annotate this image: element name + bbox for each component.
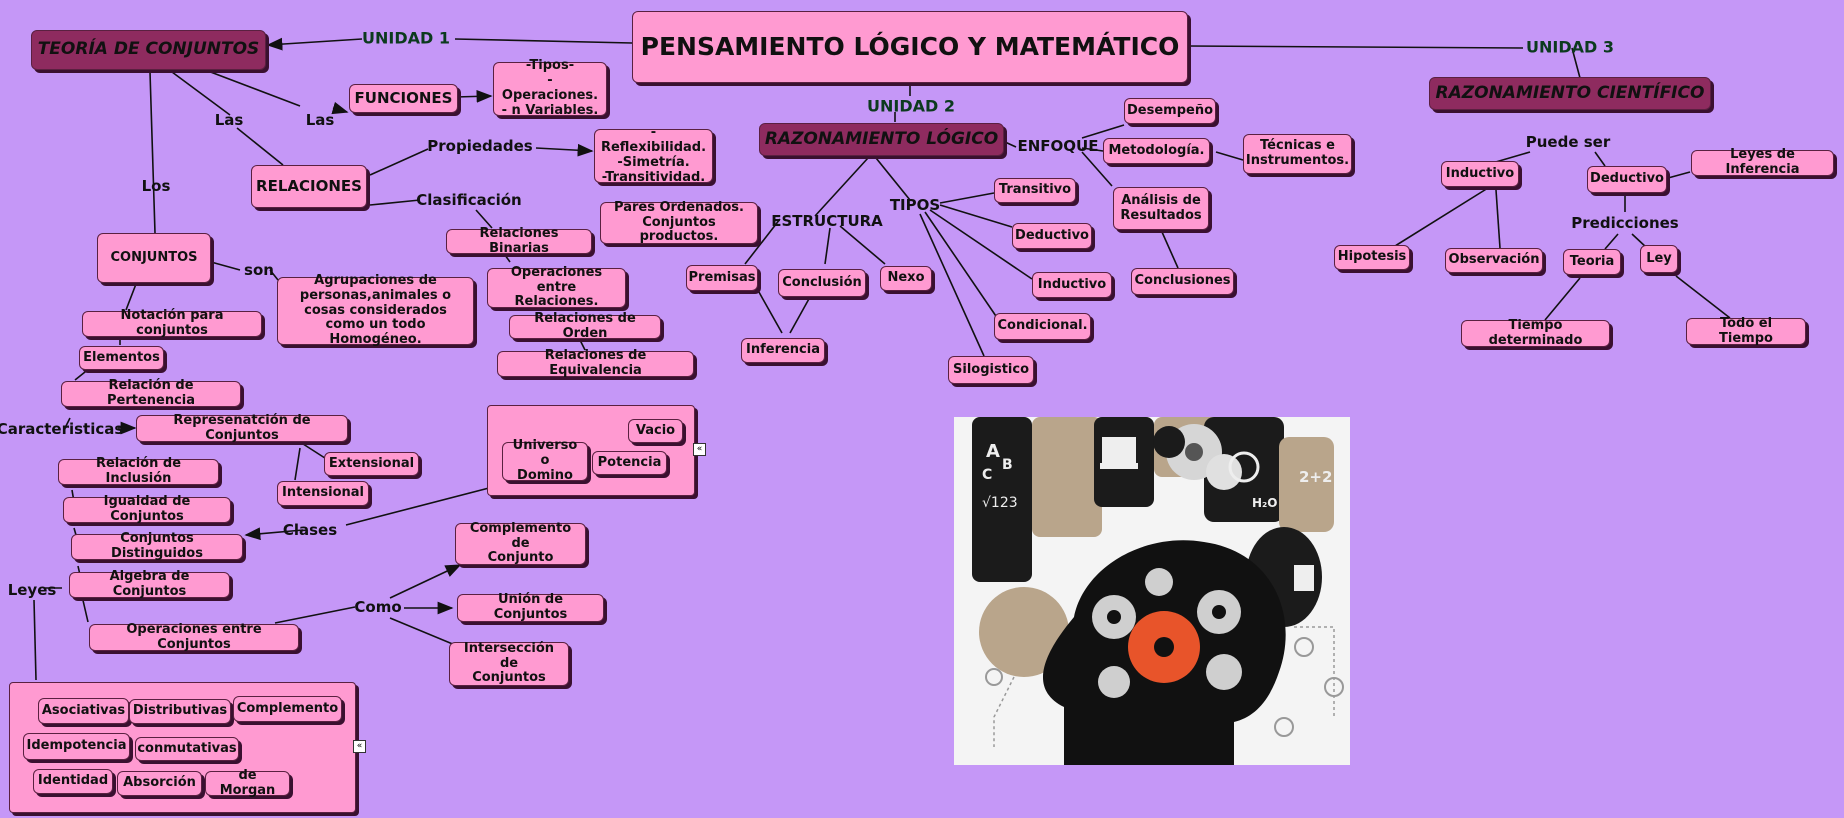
deductivo-node[interactable]: Deductivo <box>1012 223 1092 249</box>
ley-conmutativas[interactable]: conmutativas <box>135 737 239 761</box>
link-los: Los <box>141 177 171 195</box>
metodologia-node[interactable]: Metodología. <box>1103 138 1210 164</box>
link-clasificacion: Clasificación <box>416 191 522 209</box>
unit-2-label: UNIDAD 2 <box>867 96 955 116</box>
link-caracteristicas: Caracteristicas <box>0 420 124 438</box>
link-enfoque: ENFOQUE <box>1017 137 1099 155</box>
inductivo-cientifico-node[interactable]: Inductivo <box>1441 161 1519 187</box>
relaciones-binarias-node[interactable]: Relaciones Binarias <box>446 226 592 255</box>
representacion-node[interactable]: Represenatción de Conjuntos <box>136 413 348 442</box>
relaciones-node[interactable]: RELACIONES <box>251 165 367 208</box>
todo-el-tiempo-node[interactable]: Todo el Tiempo <box>1686 316 1806 345</box>
unit-1-label: UNIDAD 1 <box>362 28 450 48</box>
glyph-h2o: H₂O <box>1252 496 1278 510</box>
extensional-node[interactable]: Extensional <box>324 452 419 476</box>
link-estructura: ESTRUCTURA <box>771 212 883 230</box>
link-leyes: Leyes <box>7 581 57 599</box>
complemento-de-node[interactable]: Complemento de Conjunto <box>455 521 586 565</box>
ley-de-morgan[interactable]: de Morgan <box>205 768 290 797</box>
razonamiento-logico-node[interactable]: RAZONAMIENTO LÓGICO <box>759 123 1004 156</box>
potencia-node[interactable]: Potencia <box>592 451 667 475</box>
link-las-1: Las <box>214 111 244 129</box>
relaciones-equivalencia-node[interactable]: Relaciones de Equivalencia <box>497 348 694 378</box>
conclusion-node[interactable]: Conclusión <box>778 269 866 297</box>
ley-absorcion[interactable]: Absorción <box>117 771 202 796</box>
link-como: Como <box>354 598 402 616</box>
link-son: son <box>244 261 274 279</box>
distinguidos-node[interactable]: Conjuntos Distinguidos <box>71 531 243 561</box>
operaciones-relaciones-node[interactable]: Operaciones entre Relaciones. <box>487 265 626 309</box>
universo-node[interactable]: Universo o Domino <box>502 438 588 483</box>
funciones-detalle-node[interactable]: -Tipos- - Operaciones. - n Variables. <box>493 58 607 118</box>
ley-node[interactable]: Ley <box>1640 245 1678 273</box>
inclusion-node[interactable]: Relación de Inclusión <box>58 456 219 486</box>
relaciones-orden-node[interactable]: Relaciones de Orden <box>509 311 661 341</box>
glyph-b: B <box>1002 457 1013 473</box>
teoria-de-conjuntos-node[interactable]: TEORÍA DE CONJUNTOS <box>31 30 266 70</box>
clases-collapse-icon[interactable]: « <box>693 443 706 456</box>
silogistico-node[interactable]: Silogistico <box>948 356 1034 384</box>
leyes-inferencia-node[interactable]: Leyes de Inferencia <box>1691 147 1834 177</box>
agrupaciones-node[interactable]: Agrupaciones de personas,animales o cosa… <box>277 273 474 347</box>
elementos-node[interactable]: Elementos <box>79 346 164 370</box>
premisas-node[interactable]: Premisas <box>686 265 758 291</box>
vacio-node[interactable]: Vacio <box>628 419 683 443</box>
conjuntos-node[interactable]: CONJUNTOS <box>97 233 211 283</box>
desempeno-node[interactable]: Desempeño <box>1124 98 1216 124</box>
link-predicciones: Predicciones <box>1571 214 1679 232</box>
ley-distributivas[interactable]: Distributivas <box>129 699 231 724</box>
analisis-node[interactable]: Análisis de Resultados <box>1113 187 1209 230</box>
thinking-head-image: A B C √123 2+2 H₂O <box>954 417 1350 765</box>
hipotesis-node[interactable]: Hipotesis <box>1334 245 1410 270</box>
intensional-node[interactable]: Intensional <box>277 481 369 506</box>
observacion-node[interactable]: Observación <box>1445 248 1543 273</box>
ley-identidad[interactable]: Identidad <box>33 769 113 794</box>
condicional-node[interactable]: Condicional. <box>994 313 1091 340</box>
head-illustration: A B C √123 2+2 H₂O <box>954 417 1350 765</box>
link-las-2: Las <box>305 111 335 129</box>
inductivo-node[interactable]: Inductivo <box>1032 272 1112 298</box>
union-node[interactable]: Unión de Conjuntos <box>457 592 604 622</box>
link-puede-ser: Puede ser <box>1525 133 1611 151</box>
tiempo-determinado-node[interactable]: Tiempo determinado <box>1461 318 1610 347</box>
line-title-u1 <box>454 38 633 44</box>
glyph-abc: A <box>986 441 1000 462</box>
razonamiento-cientifico-node[interactable]: RAZONAMIENTO CIENTÍFICO <box>1429 77 1711 110</box>
link-clases: Clases <box>282 521 338 539</box>
interseccion-node[interactable]: Intersección de Conjuntos <box>449 641 569 686</box>
notacion-node[interactable]: Notación para conjuntos <box>82 308 262 338</box>
transitivo-node[interactable]: Transitivo <box>994 178 1076 203</box>
deductivo-cientifico-node[interactable]: Deductivo <box>1587 166 1667 193</box>
operaciones-conjuntos-node[interactable]: Operaciones entre Conjuntos <box>89 622 299 651</box>
igualdad-node[interactable]: Igualdad de Conjuntos <box>63 494 231 524</box>
glyph-c: C <box>982 467 992 483</box>
link-tipos: TIPOS <box>889 196 941 214</box>
ley-complemento[interactable]: Complemento <box>233 696 342 722</box>
algebra-node[interactable]: Algebra de Conjuntos <box>69 569 230 599</box>
inferencia-node[interactable]: Inferencia <box>741 338 825 363</box>
unit-3-label: UNIDAD 3 <box>1526 37 1614 57</box>
tecnicas-node[interactable]: Técnicas e Instrumentos. <box>1243 134 1352 174</box>
conclusiones-node[interactable]: Conclusiones <box>1131 268 1234 295</box>
propiedades-detalle-node[interactable]: -Reflexibilidad. -Simetría. -Transitivid… <box>594 125 713 185</box>
glyph-sqrt: √123 <box>982 495 1018 511</box>
link-propiedades: Propiedades <box>427 137 533 155</box>
page-title: PENSAMIENTO LÓGICO Y MATEMÁTICO <box>632 11 1188 83</box>
leyes-collapse-icon[interactable]: « <box>353 740 366 753</box>
funciones-node[interactable]: FUNCIONES <box>349 84 458 113</box>
ley-asociativas[interactable]: Asociativas <box>38 698 129 724</box>
pertenencia-node[interactable]: Relación de Pertenencia <box>61 378 241 408</box>
nexo-node[interactable]: Nexo <box>880 266 932 291</box>
ley-idempotencia[interactable]: Idempotencia <box>23 733 130 760</box>
pares-ordenados-node[interactable]: Pares Ordenados. Conjuntos productos. <box>600 200 758 244</box>
glyph-2plus2: 2+2 <box>1299 468 1332 486</box>
teoria-node[interactable]: Teoria <box>1563 249 1621 275</box>
